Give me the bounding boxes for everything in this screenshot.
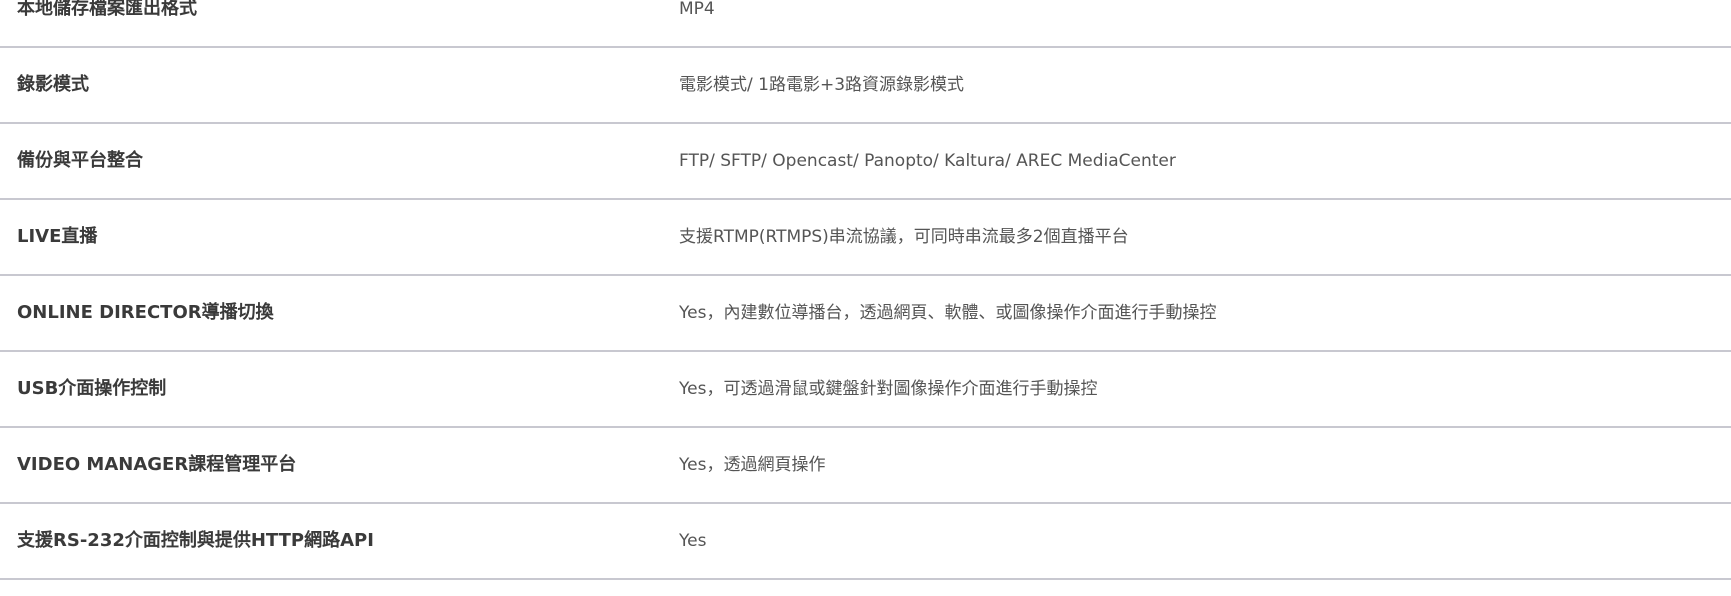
spec-label: USB介面操作控制 — [17, 378, 167, 399]
spec-value: Yes，內建數位導播台，透過網頁、軟體、或圖像操作介面進行手動操控 — [679, 303, 1217, 323]
spec-row-recording-mode: 錄影模式 電影模式/ 1路電影+3路資源錄影模式 — [0, 48, 1731, 124]
spec-label: 支援RS-232介面控制與提供HTTP網路API — [17, 530, 374, 551]
spec-label: VIDEO MANAGER課程管理平台 — [17, 454, 297, 475]
spec-table: 本地儲存檔案匯出格式 MP4 錄影模式 電影模式/ 1路電影+3路資源錄影模式 … — [0, 0, 1731, 580]
spec-label: 本地儲存檔案匯出格式 — [17, 0, 197, 19]
spec-row-backup-integration: 備份與平台整合 FTP/ SFTP/ Opencast/ Panopto/ Ka… — [0, 124, 1731, 200]
spec-label: LIVE直播 — [17, 226, 98, 247]
spec-row-rs232-api: 支援RS-232介面控制與提供HTTP網路API Yes — [0, 504, 1731, 580]
spec-value: MP4 — [679, 0, 715, 19]
spec-row-video-manager: VIDEO MANAGER課程管理平台 Yes，透過網頁操作 — [0, 428, 1731, 504]
spec-value: Yes，透過網頁操作 — [679, 455, 826, 475]
spec-value: FTP/ SFTP/ Opencast/ Panopto/ Kaltura/ A… — [679, 151, 1176, 171]
spec-row-live-streaming: LIVE直播 支援RTMP(RTMPS)串流協議，可同時串流最多2個直播平台 — [0, 200, 1731, 276]
spec-value: Yes — [679, 531, 707, 551]
spec-row-online-director: ONLINE DIRECTOR導播切換 Yes，內建數位導播台，透過網頁、軟體、… — [0, 276, 1731, 352]
spec-label: ONLINE DIRECTOR導播切換 — [17, 302, 274, 323]
spec-label: 備份與平台整合 — [17, 150, 143, 171]
spec-row-usb-control: USB介面操作控制 Yes，可透過滑鼠或鍵盤針對圖像操作介面進行手動操控 — [0, 352, 1731, 428]
spec-value: 支援RTMP(RTMPS)串流協議，可同時串流最多2個直播平台 — [679, 227, 1129, 247]
spec-value: 電影模式/ 1路電影+3路資源錄影模式 — [679, 75, 965, 95]
spec-label: 錄影模式 — [17, 74, 89, 95]
spec-row-export-format: 本地儲存檔案匯出格式 MP4 — [0, 0, 1731, 48]
spec-value: Yes，可透過滑鼠或鍵盤針對圖像操作介面進行手動操控 — [679, 379, 1098, 399]
